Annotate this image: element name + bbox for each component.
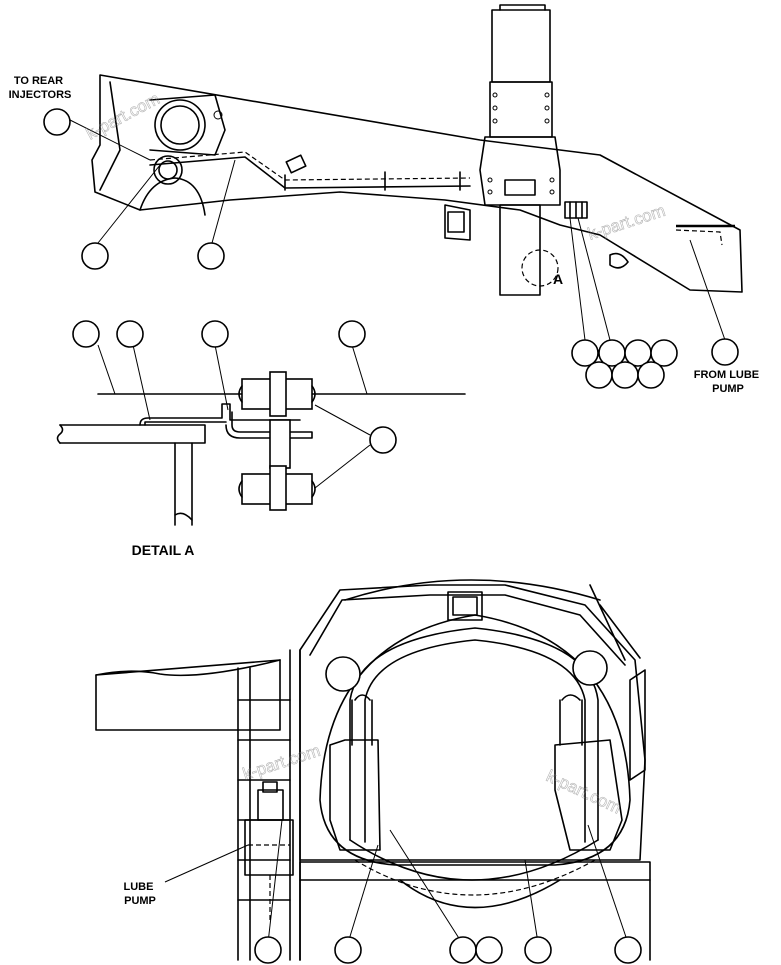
callout-bubble	[72, 320, 100, 348]
top-view-boom-assembly: A	[91, 4, 743, 296]
callout-bubble	[338, 320, 366, 348]
callout-bubble	[572, 650, 608, 686]
watermarks: k-part.com k-part.com k-part.com k-part.…	[83, 89, 668, 818]
top-leaders	[69, 119, 726, 341]
detail-a-view	[56, 344, 466, 526]
detail-a-marker: A	[553, 271, 563, 287]
callout-bubble	[43, 108, 71, 136]
callout-bubble	[449, 936, 477, 964]
bottom-leaders	[164, 819, 629, 944]
watermark-text: k-part.com	[240, 741, 322, 784]
callout-bubble	[369, 426, 397, 454]
callout-bubble	[585, 361, 613, 389]
callout-bubble	[197, 242, 225, 270]
callout-bubble	[116, 320, 144, 348]
callout-bubble	[614, 936, 642, 964]
callout-bubble	[637, 361, 665, 389]
callout-bubble	[201, 320, 229, 348]
callout-bubbles	[43, 108, 739, 964]
bottom-view-dipper-housing	[95, 579, 651, 961]
bolt-pattern	[487, 92, 555, 195]
callout-bubble	[650, 339, 678, 367]
callout-bubble	[611, 361, 639, 389]
callout-bubble	[254, 936, 282, 964]
callout-bubble	[81, 242, 109, 270]
callout-bubble	[524, 936, 552, 964]
callout-bubble	[571, 339, 599, 367]
callout-bubble	[711, 338, 739, 366]
detail-a-title: DETAIL A	[132, 542, 195, 558]
callout-bubble	[334, 936, 362, 964]
watermark-text: k-part.com	[83, 89, 163, 143]
callout-bubble	[475, 936, 503, 964]
from-lube-pump-label: FROM LUBE PUMP	[694, 369, 762, 395]
callout-bubble	[325, 656, 361, 692]
to-rear-injectors-label: TO REAR INJECTORS	[9, 75, 72, 101]
watermark-text: k-part.com	[585, 201, 667, 244]
lube-pump-label: LUBE PUMP	[123, 881, 156, 907]
